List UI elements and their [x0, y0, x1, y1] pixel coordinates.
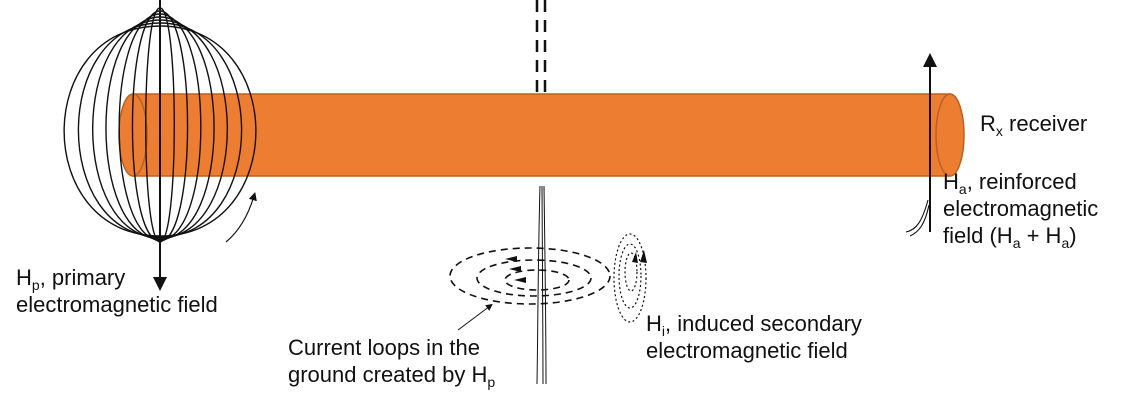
- ground-axis: [536, 185, 547, 385]
- reinforced-line3-pre: field (H: [943, 223, 1013, 248]
- primary-field-loop-left: [63, 25, 161, 237]
- current-loops: [449, 247, 611, 305]
- reinforced-line3-sub1: a: [1012, 235, 1021, 251]
- loops-pointer: [457, 303, 493, 331]
- loop-direction-arrows: [505, 256, 526, 283]
- pipe-body: [132, 93, 951, 177]
- induced-line-2: electromagnetic field: [646, 338, 848, 363]
- receiver-field-tail: [905, 199, 930, 237]
- induced-main: H: [646, 311, 662, 336]
- receiver-label-rest: receiver: [1002, 111, 1088, 136]
- primary-field-loop-right: [159, 7, 175, 243]
- induced-field-label: Hi, induced secondary electromagnetic fi…: [646, 310, 862, 364]
- induced-line-1: Hi, induced secondary: [646, 310, 862, 339]
- reinforced-line3-mid: + H: [1020, 223, 1062, 248]
- reinforced-line-1: Ha, reinforced: [943, 168, 1098, 197]
- loops-line-2: ground created by Hp: [288, 361, 496, 390]
- induced-field-lines: [613, 233, 647, 323]
- pipe-right-end: [935, 93, 965, 177]
- receiver-label-sub: x: [995, 123, 1003, 139]
- induced-sub: i: [661, 323, 666, 339]
- primary-rest: , primary: [39, 265, 126, 290]
- reinforced-line3-post: ): [1069, 223, 1077, 248]
- reinforced-main: H: [943, 169, 959, 194]
- primary-field-loop-right: [159, 16, 215, 240]
- primary-line-2: electromagnetic field: [16, 292, 218, 317]
- primary-field-label: Hp, primary electromagnetic field: [16, 264, 218, 318]
- pipe: [118, 93, 965, 177]
- reinforced-line-3: field (Ha + Ha): [943, 222, 1098, 251]
- receiver-label: Rx receiver: [980, 110, 1088, 139]
- induced-field-arrows: [632, 250, 647, 263]
- current-loops-label: Current loops in the ground created by H…: [288, 334, 496, 390]
- primary-field-loop-right: [159, 25, 257, 237]
- reinforced-field-label: Ha, reinforced electromagnetic field (Ha…: [943, 168, 1099, 251]
- primary-main: H: [16, 265, 32, 290]
- reinforced-rest: , reinforced: [966, 169, 1077, 194]
- primary-field-loop-left: [105, 16, 161, 240]
- primary-field-loop-left: [145, 7, 161, 243]
- field-direction-arrow: [225, 191, 257, 243]
- primary-field-lines: [63, 7, 257, 243]
- primary-line-1: Hp, primary: [16, 264, 218, 293]
- loops-line2-pre: ground created by H: [288, 362, 488, 387]
- loops-line-1: Current loops in the: [288, 335, 480, 360]
- reinforced-line3-sub2: a: [1061, 235, 1070, 251]
- primary-sub: p: [31, 277, 40, 293]
- break-mark-top: [535, 0, 547, 92]
- reinforced-sub: a: [958, 181, 967, 197]
- receiver-label-main: R: [980, 111, 996, 136]
- induced-rest: , induced secondary: [665, 311, 862, 336]
- reinforced-line-2: electromagnetic: [943, 196, 1099, 221]
- loops-line2-sub: p: [487, 374, 496, 390]
